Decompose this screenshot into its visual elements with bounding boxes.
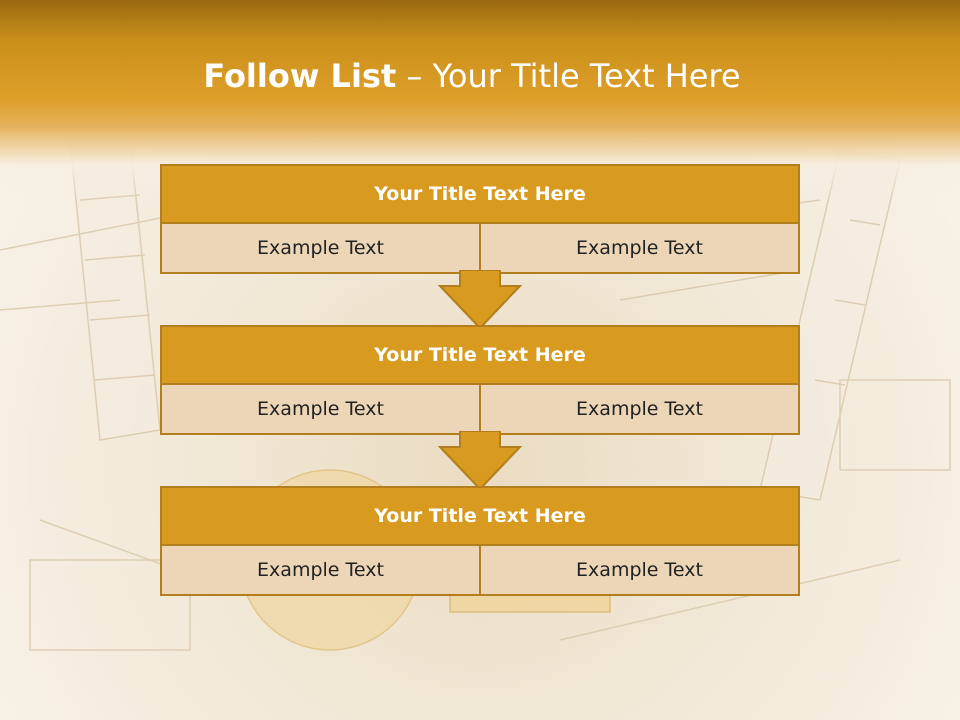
slide-title-rest: – Your Title Text Here bbox=[396, 57, 741, 95]
list-block-2: Your Title Text Here Example Text Exampl… bbox=[160, 325, 800, 435]
block-cell-right: Example Text bbox=[479, 546, 798, 594]
slide-title: Follow List – Your Title Text Here bbox=[0, 56, 944, 96]
down-arrow-icon bbox=[438, 431, 522, 491]
block-cell-left: Example Text bbox=[162, 546, 479, 594]
block-cell-right: Example Text bbox=[479, 224, 798, 272]
block-cell-left: Example Text bbox=[162, 385, 479, 433]
block-title: Your Title Text Here bbox=[162, 166, 798, 224]
block-title: Your Title Text Here bbox=[162, 488, 798, 546]
block-row: Example Text Example Text bbox=[162, 224, 798, 272]
block-title: Your Title Text Here bbox=[162, 327, 798, 385]
block-row: Example Text Example Text bbox=[162, 546, 798, 594]
list-block-1: Your Title Text Here Example Text Exampl… bbox=[160, 164, 800, 274]
block-cell-left: Example Text bbox=[162, 224, 479, 272]
down-arrow-icon bbox=[438, 270, 522, 330]
block-cell-right: Example Text bbox=[479, 385, 798, 433]
block-row: Example Text Example Text bbox=[162, 385, 798, 433]
list-block-3: Your Title Text Here Example Text Exampl… bbox=[160, 486, 800, 596]
slide-title-bold: Follow List bbox=[203, 57, 397, 95]
